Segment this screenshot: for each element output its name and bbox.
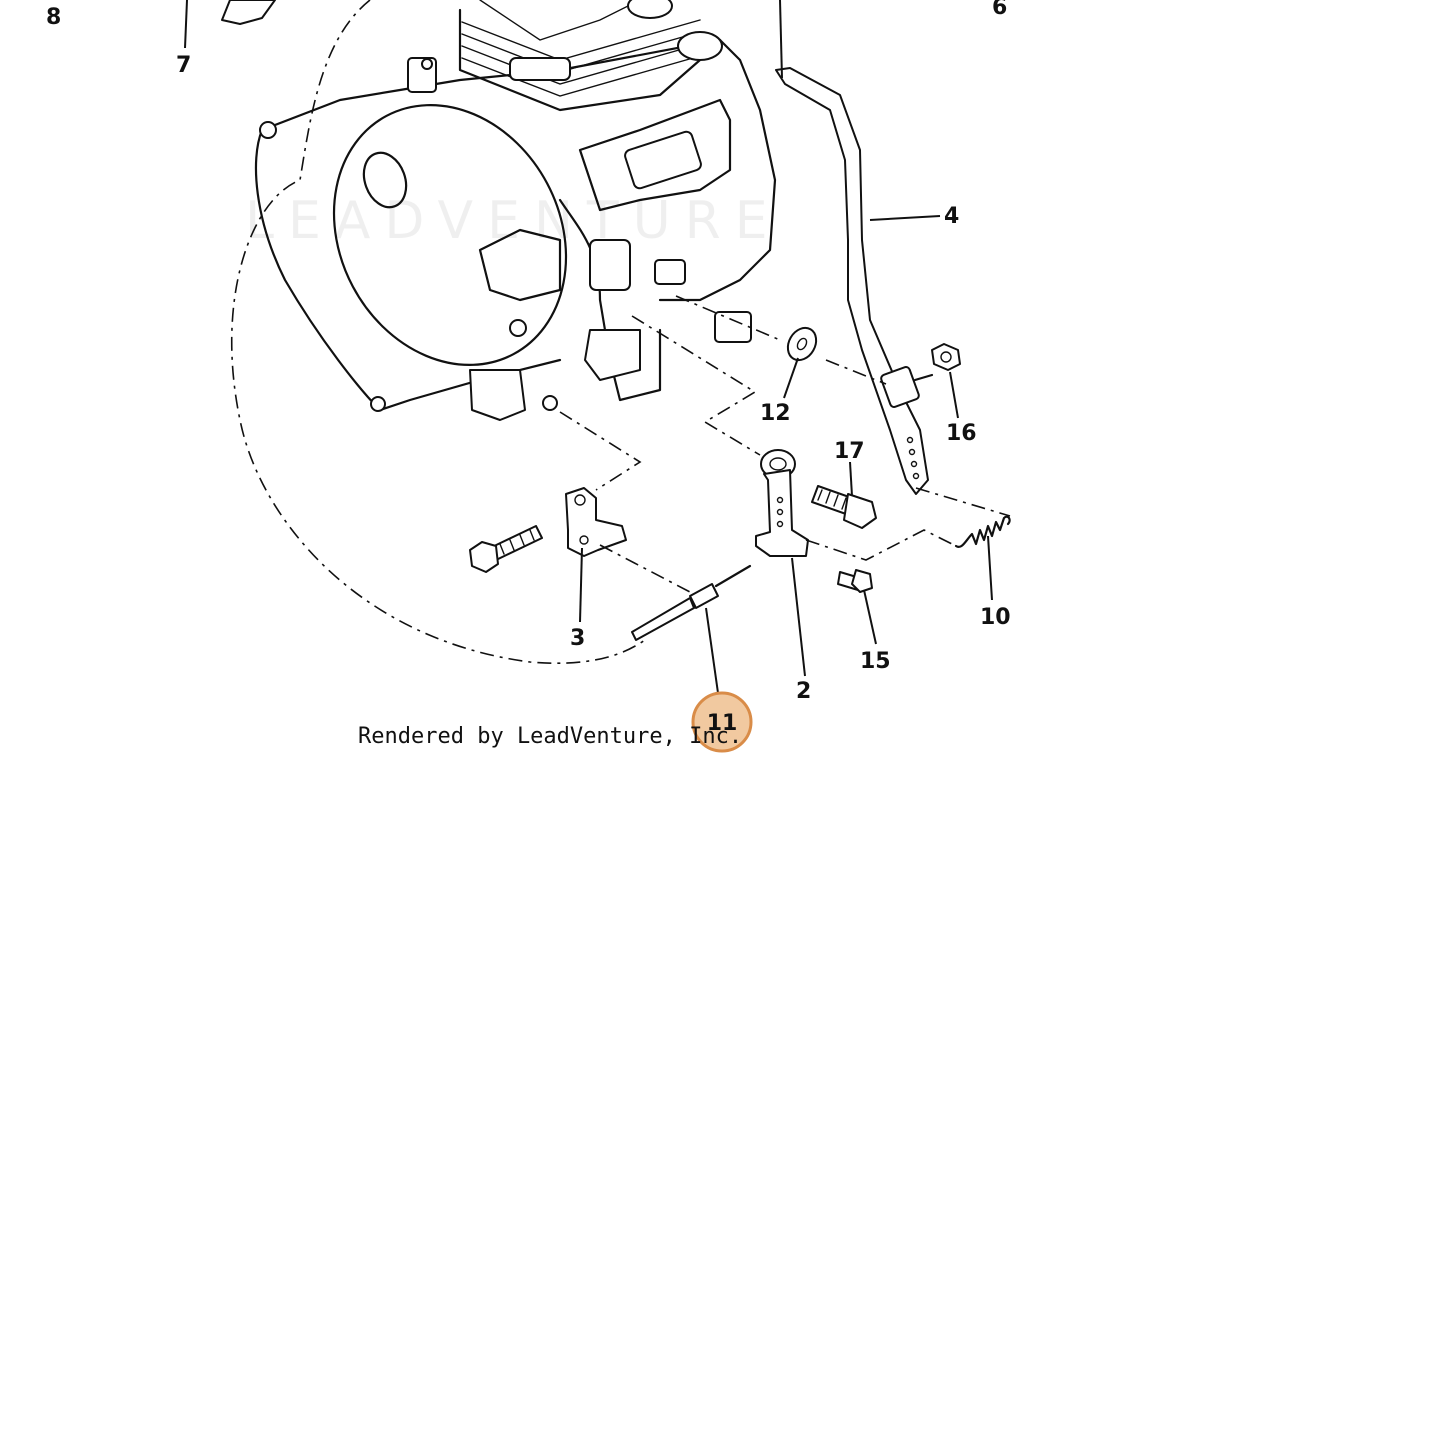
callouts: 8 7 6 4 12 16 17 3 10 15 2 (46, 0, 1011, 704)
callout-15[interactable]: 15 (860, 649, 891, 674)
bracket-part-3 (565, 487, 627, 557)
callout-4[interactable]: 4 (944, 204, 959, 229)
callout-12[interactable]: 12 (760, 401, 791, 426)
callout-2[interactable]: 2 (796, 679, 811, 704)
engine-illustration (221, 0, 777, 664)
washer-part-12 (786, 326, 818, 362)
callout-3[interactable]: 3 (570, 626, 585, 651)
callout-6[interactable]: 6 (992, 0, 1007, 20)
callout-8[interactable]: 8 (46, 5, 61, 30)
spring-part-10 (954, 515, 1011, 548)
governor-shaft-part-11 (631, 564, 752, 641)
governor-lever-part-4 (775, 67, 934, 495)
highlight-circle[interactable] (691, 691, 753, 753)
credit-text: Rendered by LeadVenture, Inc. (358, 724, 742, 749)
governor-arm-part-2 (755, 449, 809, 557)
watermark-text: LEADVENTURE (245, 191, 782, 251)
screw-part-15 (837, 569, 873, 593)
assembly-lines (559, 295, 1011, 593)
bolt-part-17 (811, 485, 877, 529)
nut-part-16 (931, 343, 961, 371)
callout-17[interactable]: 17 (834, 439, 865, 464)
bolt-bracket (469, 525, 543, 573)
leader-lines (184, 0, 993, 701)
callout-11[interactable]: 11 (707, 711, 738, 736)
callout-11-highlighted[interactable]: 11 (691, 691, 753, 753)
callout-16[interactable]: 16 (946, 421, 977, 446)
callout-7[interactable]: 7 (176, 53, 191, 78)
callout-10[interactable]: 10 (980, 605, 1011, 630)
